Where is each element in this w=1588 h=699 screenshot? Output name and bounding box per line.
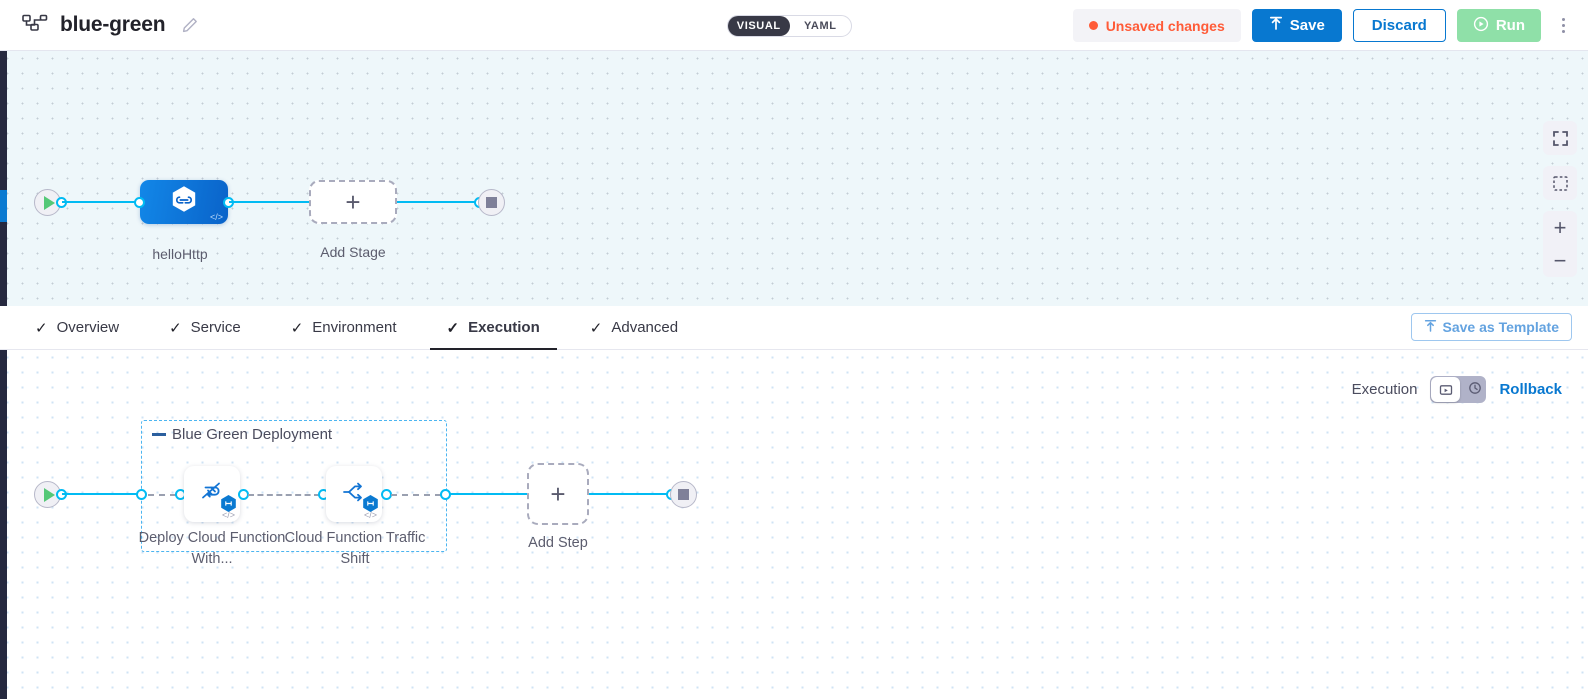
tab-environment[interactable]: ✓ Environment <box>274 306 414 350</box>
edge-addstage-to-end <box>397 201 481 204</box>
execution-canvas-left-rail <box>0 350 7 699</box>
edge-step2-to-groupexit <box>391 494 441 496</box>
zoom-in-icon[interactable]: + <box>1553 214 1567 240</box>
execution-rollback-toggle[interactable] <box>1430 376 1487 403</box>
tab-advanced-label: Advanced <box>611 319 679 336</box>
header-actions: Unsaved changes Save Discard Run <box>1072 9 1574 42</box>
start-play-icon <box>43 195 55 210</box>
canvas-left-rail-highlight <box>0 190 7 222</box>
kebab-menu-icon[interactable] <box>1552 9 1574 42</box>
stage-config-tabs: ✓ Overview ✓ Service ✓ Environment ✓ Exe… <box>0 306 1588 351</box>
execution-mode-bar: Execution Rollback <box>1352 376 1562 403</box>
check-icon: ✓ <box>290 319 304 337</box>
step-node-deploy-cloud-function[interactable]: </> <box>184 466 240 522</box>
pipeline-stage-canvas[interactable]: </> helloHttp + Add Stage + − <box>0 51 1588 306</box>
canvas-controls: + − <box>1543 121 1577 277</box>
execution-end-node[interactable] <box>670 481 697 508</box>
stop-square-icon <box>678 489 689 500</box>
page-title: blue-green <box>60 13 166 36</box>
add-stage-label: Add Stage <box>320 244 386 260</box>
check-icon: ✓ <box>35 319 48 337</box>
add-step-label: Add Step <box>528 535 588 551</box>
harness-step-badge <box>221 495 236 512</box>
tab-service-label: Service <box>190 319 241 336</box>
app-header: blue-green VISUAL YAML Unsaved changes S… <box>0 0 1588 51</box>
status-badge-unsaved: Unsaved changes <box>1072 9 1241 42</box>
play-circle-icon <box>1473 16 1489 36</box>
edge-stage-to-addstage <box>229 201 309 204</box>
pencil-edit-icon[interactable] <box>181 16 199 34</box>
header-left-group: blue-green <box>0 13 199 37</box>
step-group-title: Blue Green Deployment <box>152 426 332 443</box>
selection-box-icon[interactable] <box>1543 166 1577 200</box>
rollback-link[interactable]: Rollback <box>1499 381 1562 398</box>
save-button[interactable]: Save <box>1251 9 1342 42</box>
check-icon: ✓ <box>446 319 460 337</box>
step2-code-marker: </> <box>363 510 377 520</box>
edge-step1-to-step2 <box>248 494 320 496</box>
plus-icon: + <box>345 187 361 217</box>
tab-visual[interactable]: VISUAL <box>728 16 790 36</box>
run-button-label: Run <box>1495 17 1525 34</box>
plus-icon: + <box>550 479 566 509</box>
harness-hexagon-icon <box>169 184 199 221</box>
deploy-cloud-function-icon <box>196 476 228 513</box>
tab-execution-label: Execution <box>468 319 540 336</box>
step-node-cloud-function-traffic-shift[interactable]: </> <box>326 466 382 522</box>
save-as-template-label: Save as Template <box>1442 319 1559 335</box>
pipeline-end-node[interactable] <box>478 189 505 216</box>
run-button[interactable]: Run <box>1456 9 1541 42</box>
stage-input-port[interactable] <box>134 197 145 208</box>
view-mode-toggle[interactable]: VISUAL YAML <box>727 15 852 37</box>
edge-addstep-to-end <box>589 493 673 496</box>
tab-overview-label: Overview <box>56 319 120 336</box>
edge-start-to-group <box>62 493 142 496</box>
tab-environment-label: Environment <box>312 319 397 336</box>
step-group-blue-green-deployment[interactable] <box>141 420 447 552</box>
pipeline-nodes-icon <box>22 14 48 36</box>
rollback-clock-icon[interactable] <box>1468 381 1482 395</box>
check-icon: ✓ <box>589 319 603 337</box>
discard-button[interactable]: Discard <box>1352 9 1446 42</box>
edge-group-to-step1 <box>148 494 176 496</box>
execution-steps-canvas[interactable]: Execution Rollback Blue Green Deplo <box>0 350 1588 699</box>
stage-code-marker: </> <box>209 212 223 222</box>
zoom-controls: + − <box>1543 211 1577 277</box>
tab-execution[interactable]: ✓ Execution <box>429 306 558 351</box>
start-play-icon <box>43 487 55 502</box>
zoom-out-icon[interactable]: − <box>1553 247 1567 273</box>
group-entry-port[interactable] <box>136 489 147 500</box>
save-as-template-button[interactable]: Save as Template <box>1410 313 1572 341</box>
add-stage-button[interactable]: + <box>309 180 397 224</box>
edge-group-to-addstep <box>449 493 527 496</box>
upload-arrow-icon <box>1269 16 1283 35</box>
step1-code-marker: </> <box>221 510 235 520</box>
fit-screen-icon[interactable] <box>1543 121 1577 155</box>
step-group-title-label: Blue Green Deployment <box>172 426 333 443</box>
edge-start-to-stage <box>62 201 144 204</box>
group-collapse-dash-icon[interactable] <box>152 433 166 436</box>
save-button-label: Save <box>1289 17 1325 34</box>
stage-node-hellohttp[interactable]: </> <box>140 180 228 224</box>
step1-label: Deploy Cloud Function With... <box>138 530 286 567</box>
check-icon: ✓ <box>169 319 182 337</box>
add-step-button[interactable]: + <box>527 463 589 525</box>
traffic-shift-icon <box>338 476 370 513</box>
stage-node-label: helloHttp <box>152 246 208 262</box>
tab-yaml[interactable]: YAML <box>803 20 837 32</box>
stop-square-icon <box>486 197 497 208</box>
unsaved-label: Unsaved changes <box>1105 17 1225 34</box>
execution-label: Execution <box>1351 381 1418 398</box>
execution-steps-icon[interactable] <box>1431 377 1461 402</box>
harness-step-badge <box>363 495 378 512</box>
tab-advanced[interactable]: ✓ Advanced <box>573 306 695 350</box>
tab-service[interactable]: ✓ Service <box>152 306 258 350</box>
step2-label: Cloud Function Traffic Shift <box>284 530 426 567</box>
unsaved-dot-icon <box>1088 21 1098 30</box>
template-upload-icon <box>1424 319 1437 336</box>
canvas-left-rail <box>0 51 7 306</box>
tab-overview[interactable]: ✓ Overview <box>18 306 136 350</box>
